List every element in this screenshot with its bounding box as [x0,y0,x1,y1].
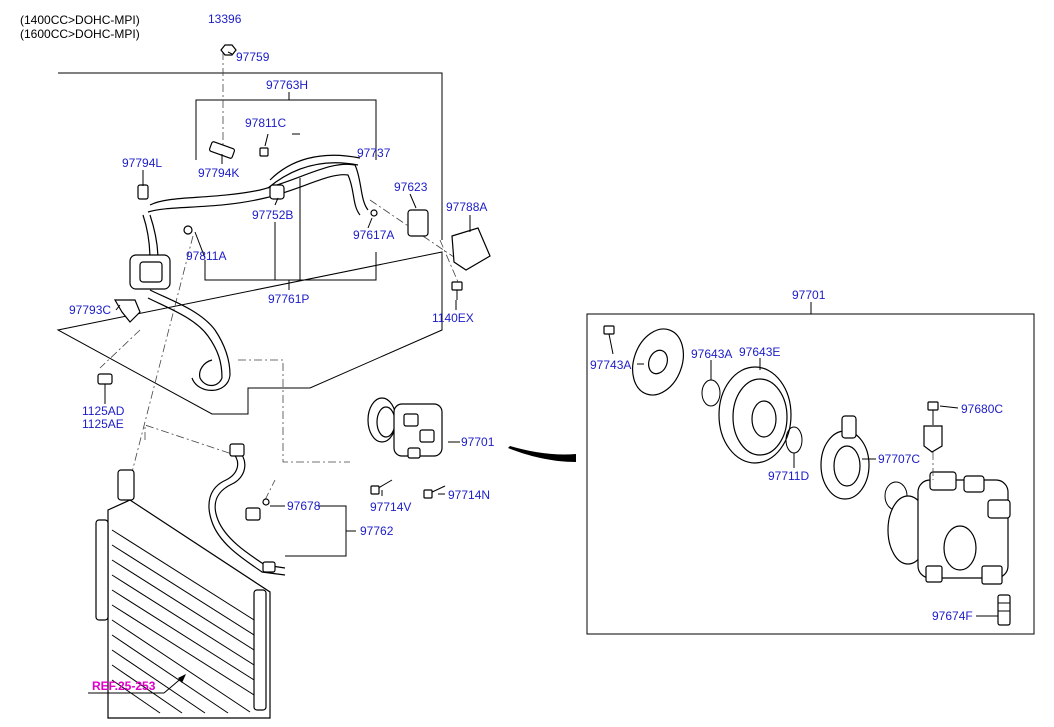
label-97674f[interactable]: 97674F [932,609,973,623]
detail-arrow [508,446,576,462]
label-97617a[interactable]: 97617A [353,228,394,242]
tube-group-frame [56,72,443,415]
reference-link[interactable]: REF.25-253 [92,679,156,693]
bracket-97793c [113,299,141,323]
label-13396[interactable]: 13396 [208,12,242,26]
label-97678[interactable]: 97678 [287,499,321,513]
compressor-small [367,397,443,459]
header-line-2: (1600CC>DOHC-MPI) [20,27,140,41]
nut-13396 [220,44,237,56]
bolt-1140ex [451,281,463,300]
label-97701-compressor[interactable]: 97701 [461,435,495,449]
clip-97794l [137,184,149,200]
receiver-drier-97623 [407,209,429,237]
valve-97674f [997,594,1011,626]
label-97811c[interactable]: 97811C [245,116,286,130]
cap-97678 [262,498,270,506]
bolt-1125ad [97,373,113,395]
switch-97752b [269,184,285,200]
label-97643e[interactable]: 97643E [739,345,780,359]
pulley-97643e [718,366,792,464]
label-97707c[interactable]: 97707C [878,452,920,466]
bolt-97743a [603,325,615,355]
label-97623[interactable]: 97623 [394,180,428,194]
label-97643a[interactable]: 97643A [691,347,732,361]
label-97737[interactable]: 97737 [357,146,391,160]
label-97763h[interactable]: 97763H [266,78,308,92]
label-97793c[interactable]: 97793C [69,303,111,317]
label-97788a[interactable]: 97788A [446,200,487,214]
snap-ring-97643a [701,379,721,407]
bolt-97680c [923,401,943,453]
label-97759[interactable]: 97759 [236,50,270,64]
plate-97643a-plate [632,328,684,396]
label-1125ad[interactable]: 1125AD [82,404,125,418]
condenser [95,469,271,719]
fitting-97617a [370,209,378,217]
oring-97811a [183,225,193,235]
label-97680c[interactable]: 97680C [961,402,1003,416]
label-97762[interactable]: 97762 [360,524,394,538]
label-97711d[interactable]: 97711D [768,469,809,483]
clip-97811c [259,147,269,157]
compressor-body [887,471,1011,585]
label-97761p[interactable]: 97761P [268,292,309,306]
label-1140ex[interactable]: 1140EX [432,311,474,325]
label-97794l[interactable]: 97794L [122,156,162,170]
header-line-1: (1400CC>DOHC-MPI) [20,13,140,27]
label-97701-assembly[interactable]: 97701 [792,288,826,302]
label-97752b[interactable]: 97752B [252,208,293,222]
snap-ring-97711d [785,426,803,454]
label-1125ae[interactable]: 1125AE [82,417,124,431]
cover-97788a [451,227,491,271]
label-97714n[interactable]: 97714N [448,488,490,502]
clip-97794k [208,141,236,159]
bracket-97761p [204,252,377,281]
suction-tube [149,163,369,211]
bracket-97763h [195,99,377,160]
label-97714v[interactable]: 97714V [370,500,411,514]
bolt-97714v [370,479,393,495]
label-97794k[interactable]: 97794K [198,166,239,180]
coil-97711d [820,415,870,500]
label-97743a[interactable]: 97743A [590,358,631,372]
bolt-97714n [423,485,446,499]
discharge-hose [149,289,231,376]
label-97811a[interactable]: 97811A [186,249,226,263]
liquid-hose [214,449,286,569]
